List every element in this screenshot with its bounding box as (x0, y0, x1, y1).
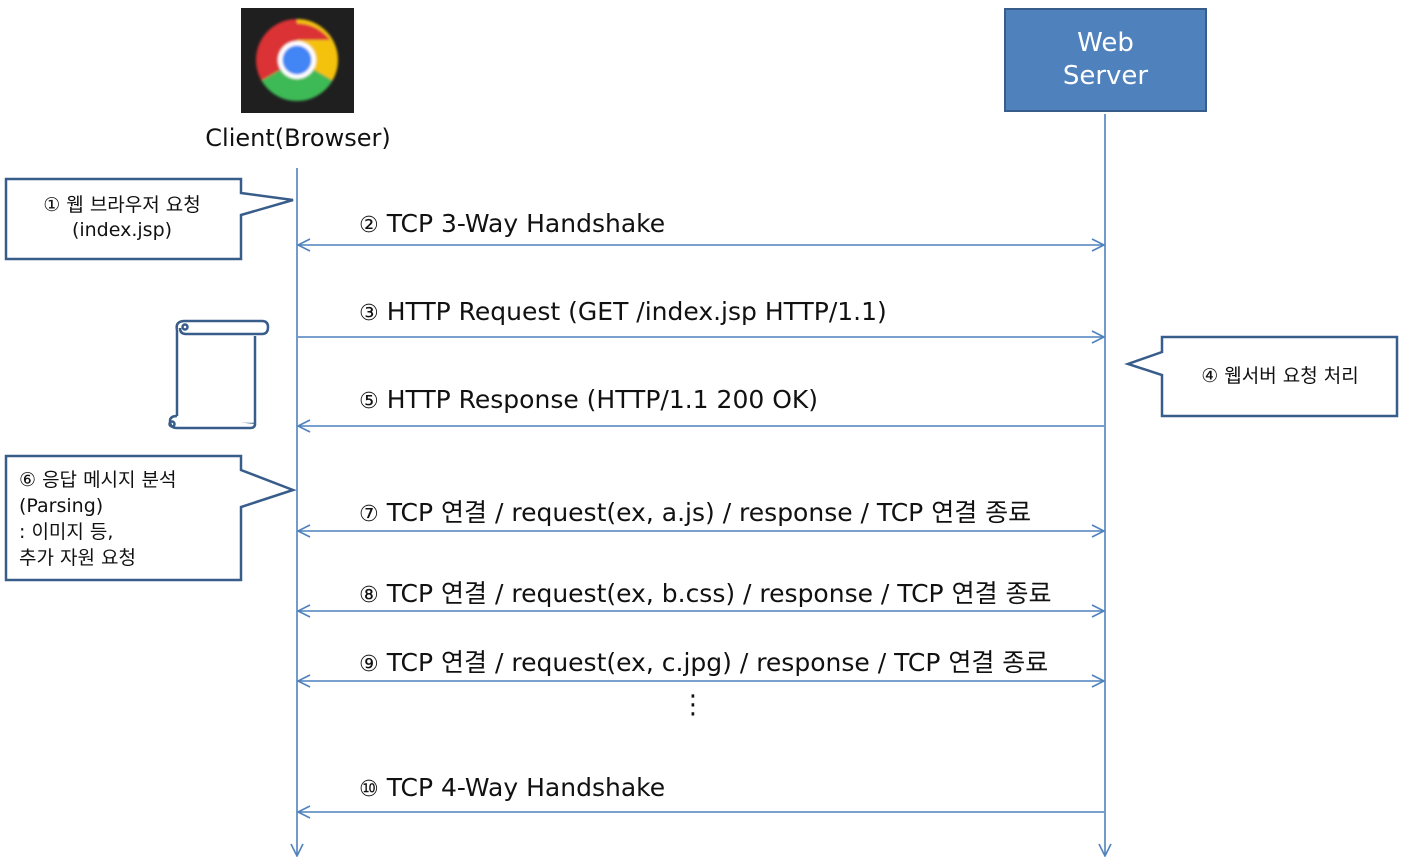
message-number: ② (359, 213, 379, 238)
message-text: TCP 연결 / request(ex, a.js) / response / … (386, 498, 1032, 527)
callout-step1-line1: ① 웹 브라우저 요청 (43, 194, 201, 216)
message-label-2: ② TCP 3-Way Handshake (359, 209, 665, 238)
callout-step6-shape (4, 454, 297, 582)
callout-step6-line1: ⑥ 응답 메시지 분석 (19, 469, 177, 491)
message-label-8: ⑧ TCP 연결 / request(ex, b.css) / response … (359, 574, 1052, 610)
message-number: ⑤ (359, 389, 379, 414)
document-scroll-icon (168, 319, 270, 430)
callout-step6-line3: : 이미지 등, (19, 521, 114, 543)
server-label-line1: Web (1077, 28, 1134, 58)
message-text: HTTP Request (GET /index.jsp HTTP/1.1) (386, 297, 887, 326)
message-label-10: ⑩ TCP 4-Way Handshake (359, 773, 665, 802)
callout-step1-shape (4, 177, 294, 261)
callout-step4: ④ 웹서버 요청 처리 (1166, 364, 1394, 389)
message-number: ⑧ (359, 583, 379, 608)
message-text: TCP 연결 / request(ex, c.jpg) / response /… (386, 648, 1049, 677)
message-number: ⑦ (359, 502, 379, 527)
continuation-ellipsis: ⋮ (680, 690, 706, 720)
callout-step4-line1: ④ 웹서버 요청 처리 (1201, 365, 1359, 387)
callout-step6: ⑥ 응답 메시지 분석 (Parsing) : 이미지 등, 추가 자원 요청 (19, 467, 239, 571)
callout-step4-shape (1124, 335, 1399, 418)
chrome-icon (241, 8, 354, 113)
message-label-3: ③ HTTP Request (GET /index.jsp HTTP/1.1) (359, 297, 887, 326)
message-label-9: ⑨ TCP 연결 / request(ex, c.jpg) / response … (359, 643, 1048, 679)
callout-step1-line2: (index.jsp) (71, 219, 173, 241)
message-label-7: ⑦ TCP 연결 / request(ex, a.js) / response /… (359, 493, 1031, 529)
message-text: TCP 연결 / request(ex, b.css) / response /… (386, 579, 1052, 608)
message-text: TCP 4-Way Handshake (386, 773, 666, 802)
message-number: ③ (359, 301, 379, 326)
web-server-box: Web Server (1004, 8, 1207, 112)
message-text: HTTP Response (HTTP/1.1 200 OK) (386, 385, 819, 414)
message-number: ⑩ (359, 777, 379, 802)
callout-step6-line4: 추가 자원 요청 (19, 547, 136, 569)
callout-step1: ① 웹 브라우저 요청 (index.jsp) (12, 193, 232, 243)
message-text: TCP 3-Way Handshake (386, 209, 666, 238)
client-label: Client(Browser) (205, 124, 391, 152)
callout-step6-line2: (Parsing) (19, 495, 104, 517)
message-label-5: ⑤ HTTP Response (HTTP/1.1 200 OK) (359, 385, 818, 414)
server-label-line2: Server (1062, 61, 1149, 91)
message-number: ⑨ (359, 652, 379, 677)
